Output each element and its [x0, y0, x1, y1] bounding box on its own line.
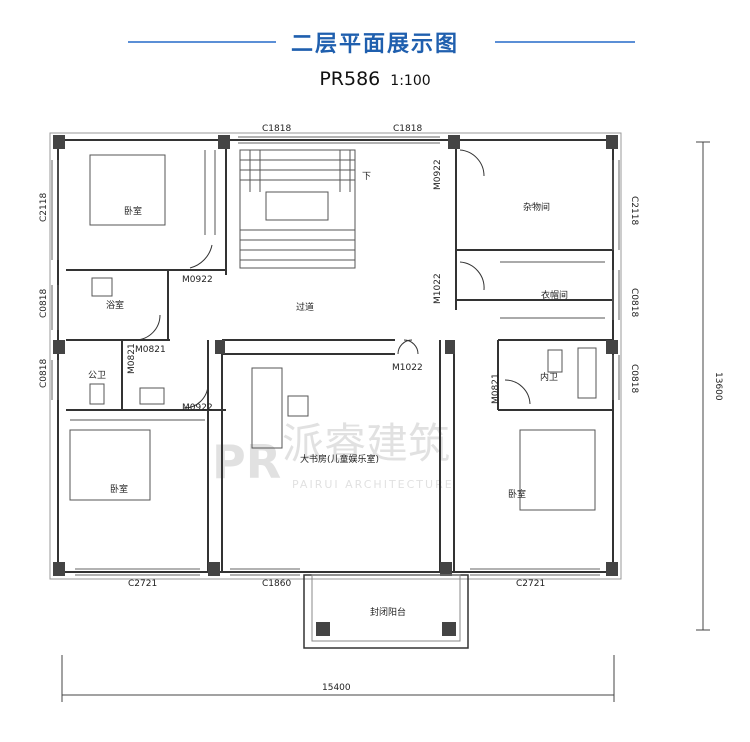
- label-storage: 杂物间: [523, 201, 550, 213]
- label-bedroom-sw: 卧室: [110, 483, 128, 495]
- label-door-d8: M1022: [433, 273, 443, 304]
- label-window-right-lower: C0818: [629, 364, 639, 393]
- balcony-outline: [303, 574, 469, 649]
- watermark-en: PAIRUI ARCHITECTURE: [292, 478, 454, 491]
- outer-walls: [49, 132, 622, 580]
- label-door-d6: M0821: [491, 373, 501, 404]
- watermark-cn: 派睿建筑: [282, 419, 450, 468]
- label-stair-down: 下: [362, 172, 371, 182]
- dimension-lines: [61, 141, 710, 702]
- title-rule-right: [495, 41, 635, 43]
- scale-text: 1:100: [390, 73, 431, 89]
- label-door-d2: M0922: [182, 403, 213, 413]
- label-window-right-mid: C0818: [629, 288, 639, 317]
- label-window-right-upper: C2118: [629, 196, 639, 225]
- label-window-top-right: C1818: [393, 124, 422, 134]
- label-door-d1: M0922: [182, 275, 213, 285]
- plan-code: PR586 1:100: [0, 68, 750, 90]
- watermark-logo: PR: [212, 435, 281, 489]
- label-window-left-lower: C0818: [39, 359, 49, 388]
- label-ensuite: 内卫: [540, 371, 558, 383]
- label-dimension-width: 15400: [322, 683, 351, 693]
- staircase: [239, 149, 356, 269]
- page-title: 二层平面展示图: [290, 32, 459, 57]
- label-balcony: 封闭阳台: [370, 606, 406, 618]
- room-labels: 卧室 浴室 公卫 卧室 过道 杂物间 衣帽间 内卫 卧室 大书房(儿童娱乐室) …: [88, 172, 568, 618]
- label-bathroom: 浴室: [106, 299, 124, 311]
- label-public-wc: 公卫: [88, 370, 106, 381]
- label-bedroom-se: 卧室: [508, 488, 526, 500]
- label-dimension-depth: 13600: [713, 372, 723, 401]
- window-labels: C1818 C1818 C2721 C1860 C2721 C2118 C081…: [39, 124, 639, 589]
- label-window-bottom-left: C2721: [128, 579, 157, 589]
- structural-columns: [53, 135, 618, 636]
- label-corridor: 过道: [296, 301, 314, 313]
- label-window-bottom-mid: C1860: [262, 579, 291, 589]
- label-door-d5: M0821: [127, 343, 137, 374]
- label-study: 大书房(儿童娱乐室): [300, 453, 379, 465]
- label-window-bottom-right: C2721: [516, 579, 545, 589]
- watermark: PR 派睿建筑 PAIRUI ARCHITECTURE: [212, 419, 454, 491]
- door-swings: [135, 149, 531, 409]
- label-bedroom-nw: 卧室: [124, 205, 142, 217]
- door-labels: M0922 M0922 M0922 M0821 M0821 M0821 M102…: [127, 159, 501, 413]
- label-window-left-upper: C2118: [39, 193, 49, 222]
- label-closet: 衣帽间: [541, 289, 568, 301]
- window-frames: [51, 136, 620, 576]
- label-window-left-mid: C0818: [39, 289, 49, 318]
- label-door-d7: M1022: [392, 363, 423, 373]
- label-door-d3: M0922: [433, 159, 443, 190]
- label-window-top-left: C1818: [262, 124, 291, 134]
- plan-code-text: PR586: [319, 68, 381, 90]
- label-door-d4: M0821: [135, 345, 166, 355]
- title-rule-left: [128, 41, 276, 43]
- furniture: [69, 150, 605, 511]
